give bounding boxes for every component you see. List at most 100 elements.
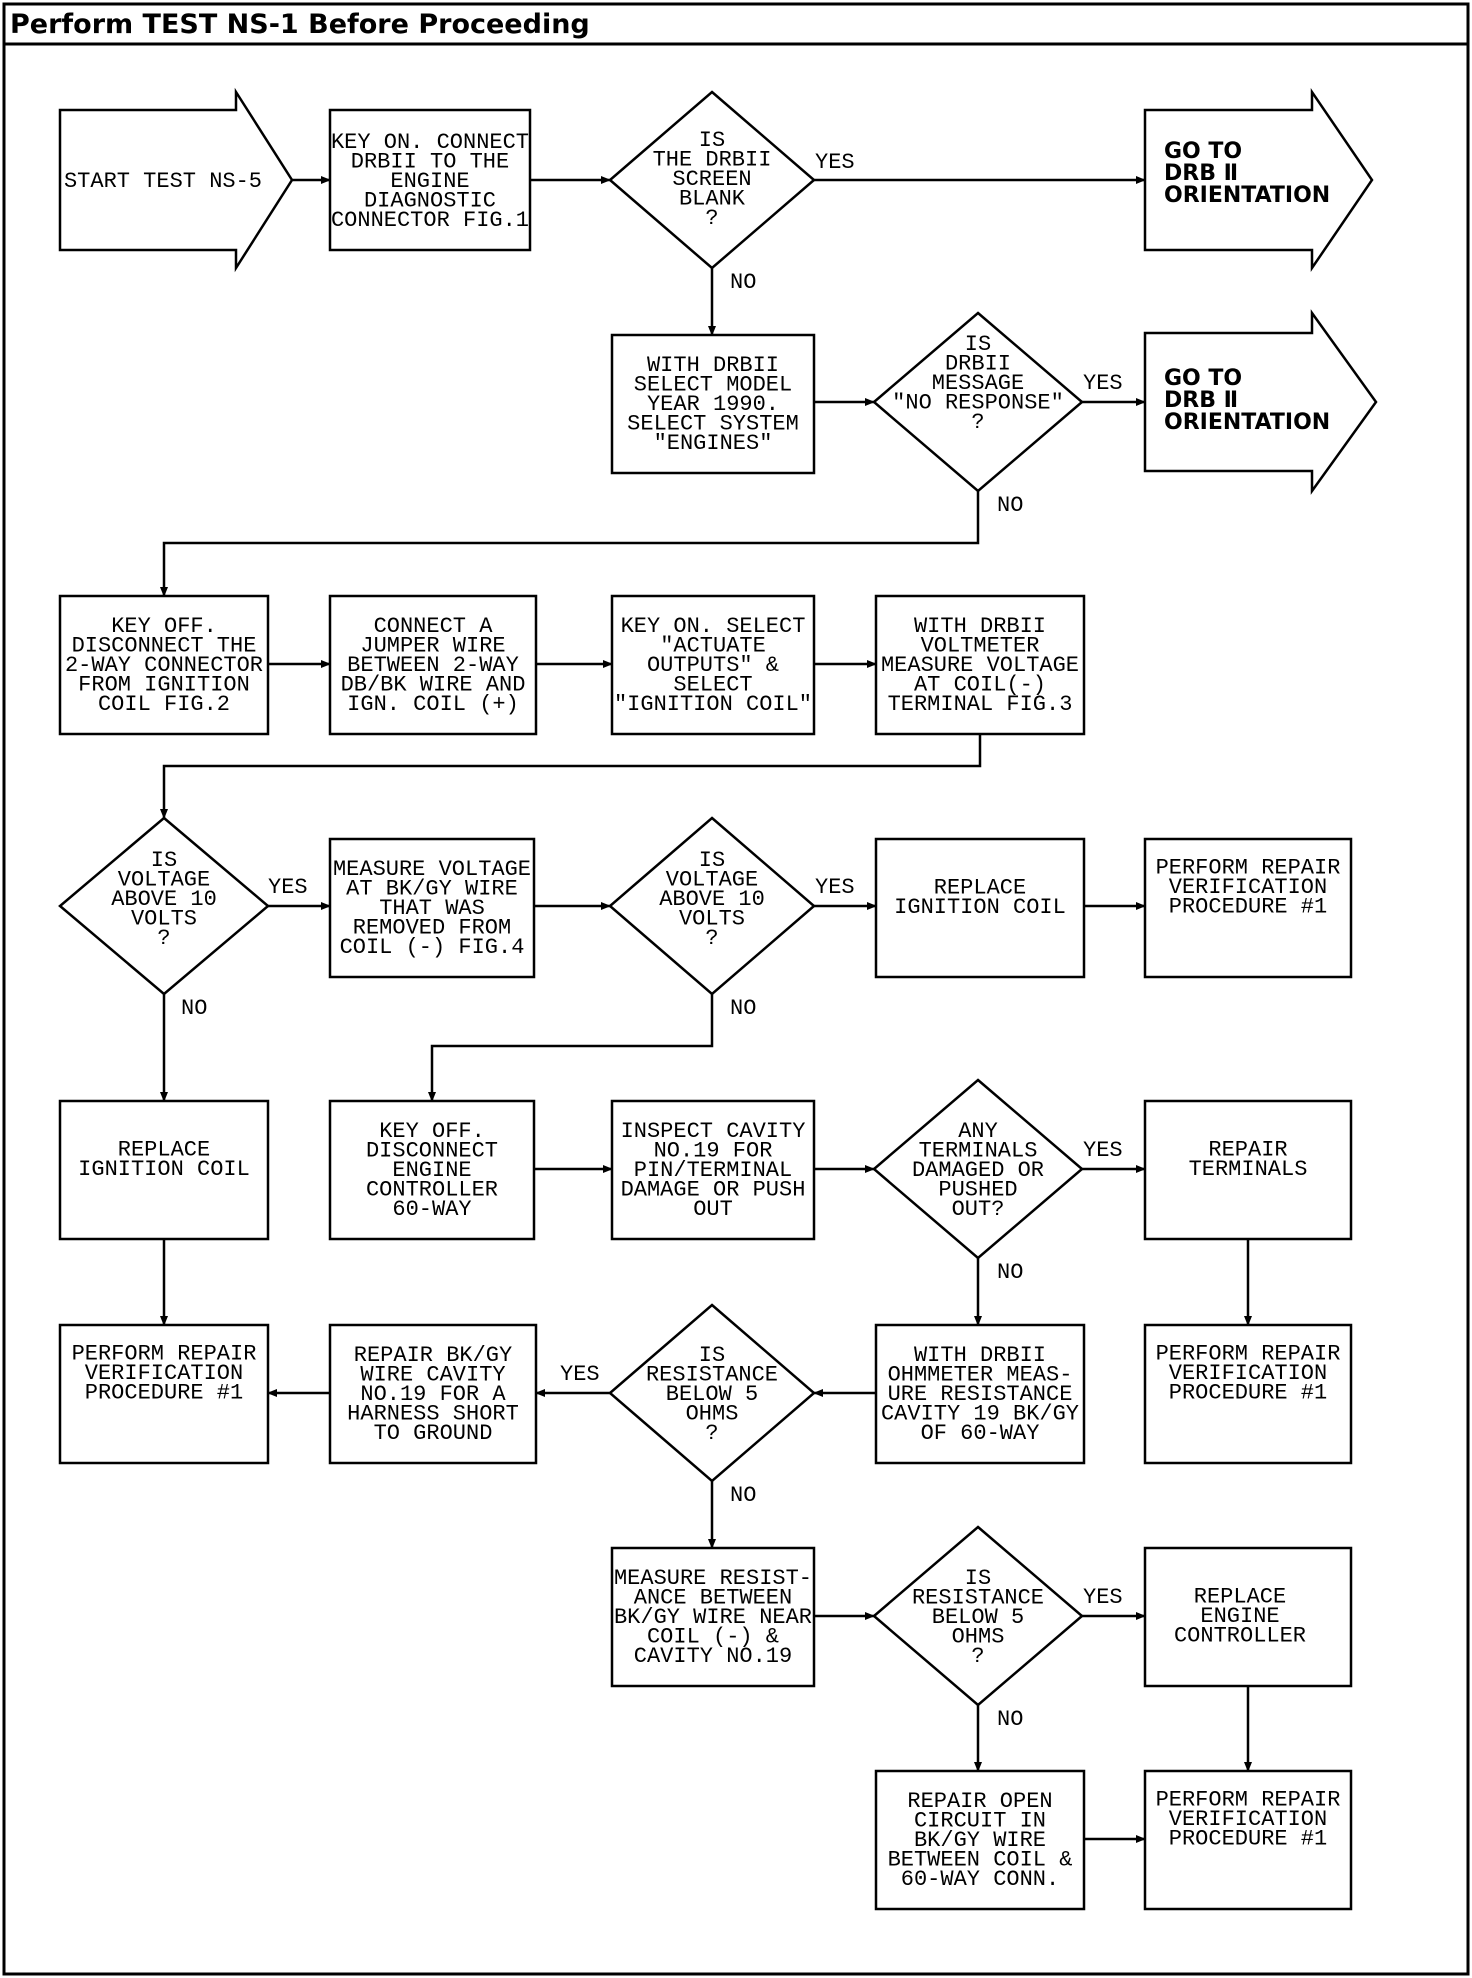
node-text-line: TERMINAL FIG.3 [888,692,1073,717]
node-text-line: CIRCUIT IN [914,1809,1046,1834]
node-text-line: "NO RESPONSE" [892,391,1064,416]
node-text-line: VERIFICATION [85,1361,243,1386]
node-text-line: PERFORM REPAIR [1156,1342,1341,1367]
node-text-line: SCREEN [672,167,751,192]
node-text-line: CONTROLLER [1174,1624,1306,1649]
node-text-line: PERFORM REPAIR [1156,1788,1341,1813]
label-yes: YES [560,1362,600,1387]
node-text-line: ? [705,206,718,231]
node-text-line: DRBII [945,352,1011,377]
label-no: NO [997,1707,1023,1732]
node-text-line: WITH DRBII [914,1343,1046,1368]
node-text-line: OUT? [952,1197,1005,1222]
node-text-line: VOLTS [131,907,197,932]
node-text-line: BLANK [679,187,746,212]
node-text-line: ORIENTATION [1164,410,1330,435]
node-text-line: NO.19 FOR [654,1139,773,1164]
node-text-line: ABOVE 10 [111,887,217,912]
node-text-line: OF 60-WAY [921,1421,1040,1446]
node-text-line: TO GROUND [374,1421,493,1446]
node-text-line: THAT WAS [379,896,485,921]
node-text-line: VERIFICATION [1169,1807,1327,1832]
node-text-line: OHMMETER MEAS- [888,1363,1073,1388]
node-text-line: PROCEDURE #1 [1169,895,1327,920]
node-text-line: PUSHED [938,1178,1017,1203]
node-text-line: KEY ON. CONNECT [331,130,529,155]
node-text-line: DAMAGED OR [912,1158,1044,1183]
node-text-line: VERIFICATION [1169,1361,1327,1386]
node-text-line: BELOW 5 [932,1605,1024,1630]
node-text-line: IGNITION COIL [894,895,1066,920]
label-yes: YES [815,150,855,175]
node-text-line: DRB Ⅱ [1164,388,1238,413]
node-text-line: ENGINE [390,169,469,194]
node-text-line: GO TO [1164,139,1242,164]
node-text-line: DISCONNECT [366,1139,498,1164]
node-text-line: URE RESISTANCE [888,1382,1073,1407]
node-text-line: OHMS [686,1402,739,1427]
node-text-line: INSPECT CAVITY [621,1119,806,1144]
node-text-line: PROCEDURE #1 [85,1381,243,1406]
node-text-line: "IGNITION COIL" [614,692,812,717]
node-text-line: BK/GY WIRE NEAR [614,1605,812,1630]
node-text-line: TERMINALS [919,1139,1038,1164]
node-text-line: AT BK/GY WIRE [346,877,518,902]
node-text-line: OHMS [952,1625,1005,1650]
node-text-line: IGNITION COIL [78,1157,250,1182]
label-no: NO [997,1260,1023,1285]
node-text-line: ? [971,1644,984,1669]
node-text-line: JUMPER WIRE [360,634,505,659]
node-text-line: KEY OFF. [379,1119,485,1144]
node-text-line: "ENGINES" [654,431,773,456]
node-text-line: AT COIL(-) [914,673,1046,698]
node-text-line: VOLTAGE [118,868,210,893]
node-text-line: VOLTMETER [921,634,1040,659]
node-text-line: ENGINE [392,1158,471,1183]
node-text-line: KEY OFF. [111,614,217,639]
node-text-line: SELECT MODEL [634,373,792,398]
node-text-line: VERIFICATION [1169,875,1327,900]
node-text-line: REPLACE [934,875,1026,900]
node-text-line: RESISTANCE [912,1586,1044,1611]
node-text-line: ? [971,410,984,435]
node-text-line: IS [699,1343,725,1368]
label-no: NO [730,270,756,295]
node-text-line: ANY [958,1119,998,1144]
node-text-line: GO TO [1164,366,1242,391]
node-text-line: OUTPUTS" & [647,653,779,678]
node-text-line: DIAGNOSTIC [364,189,496,214]
node-text-line: HARNESS SHORT [347,1402,519,1427]
node-text-line: DAMAGE OR PUSH [621,1178,806,1203]
node-text-line: KEY ON. SELECT [621,614,806,639]
node-text-line: COIL (-) FIG.4 [340,935,525,960]
node-text-line: BETWEEN COIL & [888,1848,1073,1873]
